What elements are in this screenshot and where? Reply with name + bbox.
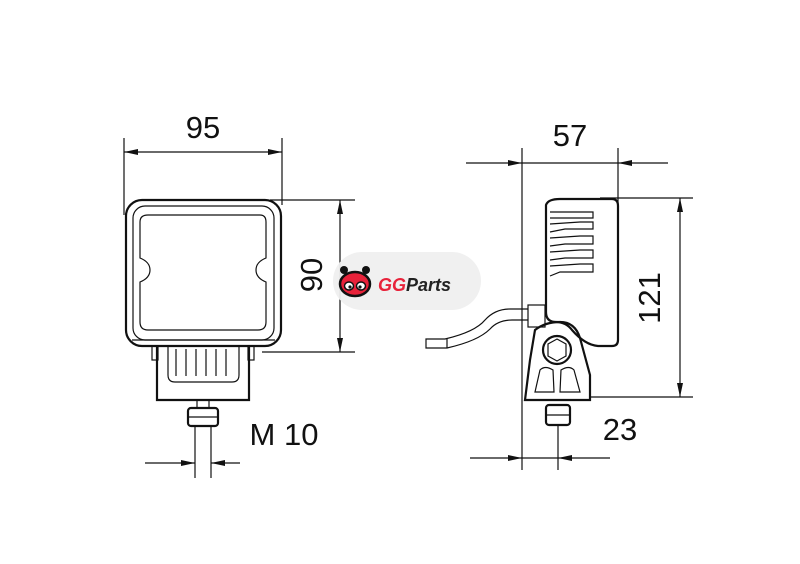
brand-prefix: GG	[378, 275, 406, 295]
lens	[139, 214, 267, 331]
thread-label: M 10	[250, 417, 319, 452]
depth-label: 57	[553, 118, 587, 153]
width-label: 95	[186, 110, 220, 145]
mount-bracket	[155, 346, 251, 402]
side-height-label: 121	[632, 272, 667, 324]
height-label: 90	[294, 258, 329, 292]
front-view: 95 M 10 90	[123, 110, 355, 478]
side-mount-bracket	[523, 320, 592, 402]
pivot-bolt	[541, 334, 573, 366]
cable-gland	[527, 304, 546, 328]
ggparts-watermark: GGParts	[333, 252, 481, 310]
svg-text:GGParts: GGParts	[378, 275, 451, 295]
mascot-logo-icon	[338, 266, 372, 298]
brand-suffix: Parts	[406, 275, 451, 295]
offset-label: 23	[603, 412, 637, 447]
light-housing	[124, 198, 283, 348]
side-view: 57 121 23	[425, 118, 693, 470]
